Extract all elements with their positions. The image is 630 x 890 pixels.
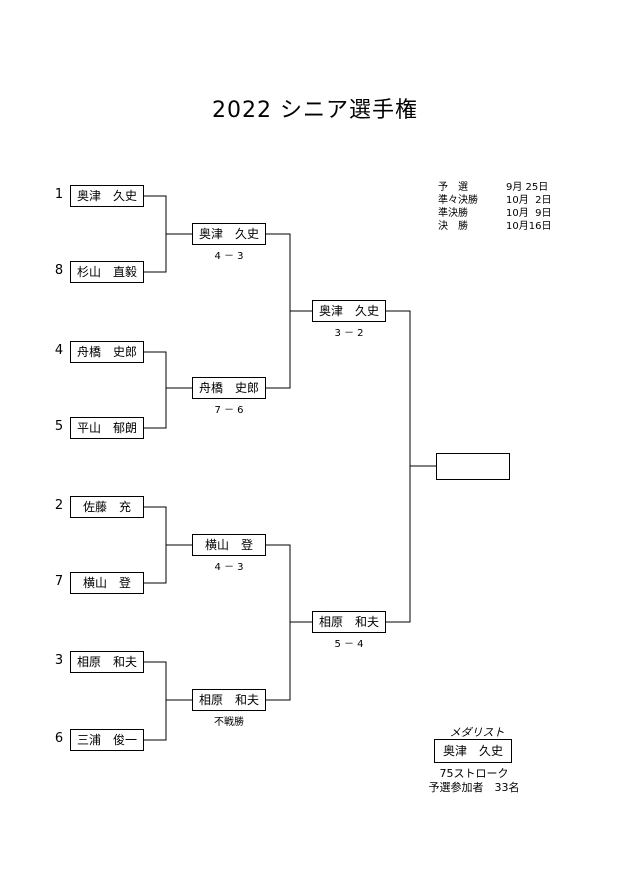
seed-number: 3: [54, 653, 64, 668]
bracket-connector: [266, 544, 291, 701]
match-score: 不戦勝: [214, 717, 244, 728]
bracket-connector: [144, 661, 167, 741]
semifinal-winner-box: 相原 和夫: [312, 611, 386, 633]
seed-number: 6: [54, 731, 64, 746]
medalist-caption: メダリスト: [449, 726, 505, 739]
bracket-connector: [386, 310, 411, 623]
bracket-connector: [144, 351, 167, 429]
player-box: 舟橋 史郎: [70, 341, 144, 363]
seed-number: 4: [54, 343, 64, 358]
bracket-connector: [144, 195, 167, 273]
seed-number: 7: [54, 574, 64, 589]
match-score: 5 － 4: [334, 639, 364, 650]
quarterfinal-winner-box: 横山 登: [192, 534, 266, 556]
player-box: 平山 郁朗: [70, 417, 144, 439]
medalist-strokes: 75ストローク: [439, 767, 509, 780]
seed-number: 8: [54, 263, 64, 278]
final-winner-box: [436, 453, 510, 480]
seed-number: 2: [54, 498, 64, 513]
semifinal-winner-box: 奥津 久史: [312, 300, 386, 322]
qualifier-count: 予選参加者 33名: [428, 781, 520, 794]
medalist-name-box: 奥津 久史: [434, 739, 512, 763]
player-box: 佐藤 充: [70, 496, 144, 518]
quarterfinal-winner-box: 奥津 久史: [192, 223, 266, 245]
quarterfinal-winner-box: 舟橋 史郎: [192, 377, 266, 399]
bracket-connector: [144, 506, 167, 584]
match-score: 3 － 2: [334, 328, 364, 339]
bracket-connector: [266, 233, 291, 389]
player-box: 杉山 直毅: [70, 261, 144, 283]
player-box: 三浦 俊一: [70, 729, 144, 751]
match-score: 7 － 6: [214, 405, 244, 416]
player-box: 奥津 久史: [70, 185, 144, 207]
quarterfinal-winner-box: 相原 和夫: [192, 689, 266, 711]
player-box: 横山 登: [70, 572, 144, 594]
match-score: 4 － 3: [214, 562, 244, 573]
match-score: 4 － 3: [214, 251, 244, 262]
seed-number: 1: [54, 187, 64, 202]
player-box: 相原 和夫: [70, 651, 144, 673]
page-title: 2022 シニア選手権: [212, 98, 418, 123]
seed-number: 5: [54, 419, 64, 434]
